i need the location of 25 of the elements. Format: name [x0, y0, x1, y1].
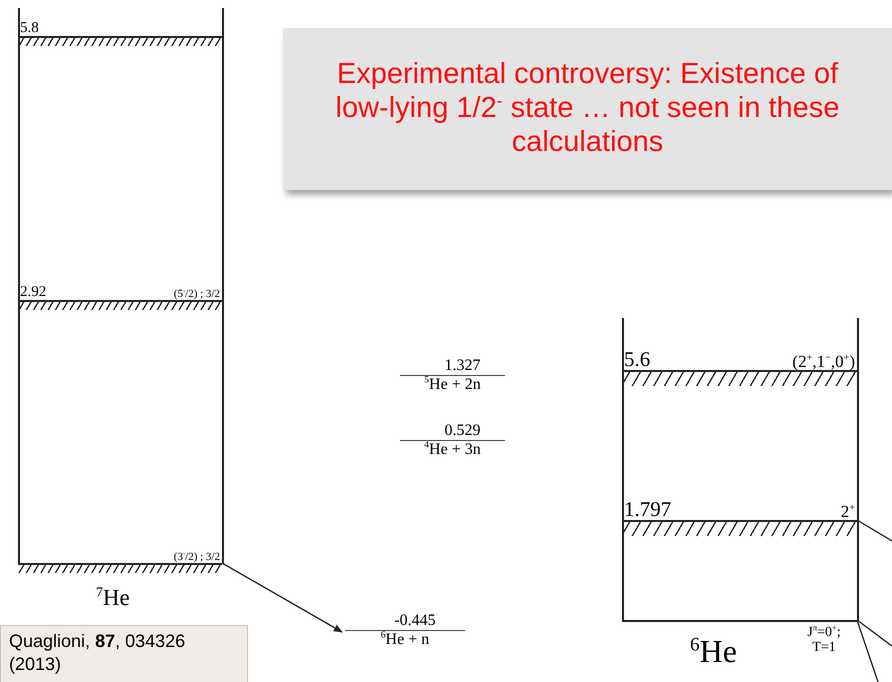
reference-box: [0, 625, 248, 682]
callout-text: Experimental controversy: Existence of low-lying 1/2$^{-}$ state … not seen in these calculations: [336, 58, 840, 158]
spin-parity-label: 2$^{+}$: [840, 502, 855, 521]
energy-value: 5.6: [624, 349, 650, 370]
transition-line: [856, 519, 892, 542]
transition-line: [856, 619, 892, 647]
arrow: [222, 562, 343, 633]
spin-parity-label: (2$^{+}$,1$^{−}$,0$^{+}$): [792, 352, 855, 371]
energy-value: 1.797: [624, 499, 672, 520]
nucleus-label: $^{7}$He: [96, 585, 130, 610]
breakup-channel: $^{5}$He + 2n: [424, 376, 481, 395]
threshold-value: -0.445: [394, 612, 436, 629]
transition-line: [856, 620, 879, 682]
threshold-value: 0.529: [444, 422, 480, 439]
spin-parity-label: J$^{π}$=0$^{+}$; T=1: [807, 625, 841, 655]
threshold-value: 1.327: [444, 357, 480, 374]
energy-value: 2.92: [20, 285, 46, 300]
breakup-channel: $^{4}$He + 3n: [424, 441, 481, 460]
nucleus-label: $^{6}$He: [690, 633, 737, 669]
breakup-channel: $^{6}$He + n: [380, 631, 430, 650]
reference-text: Quaglioni, 87, 034326 (2013): [9, 631, 186, 674]
energy-value: 5.8: [20, 21, 39, 36]
spin-parity-label: (3$^{-}$/2) ; 3/2: [174, 551, 220, 563]
spin-parity-label: (5$^{-}$/2) ; 3/2: [174, 288, 220, 300]
callout-box: [283, 28, 892, 190]
